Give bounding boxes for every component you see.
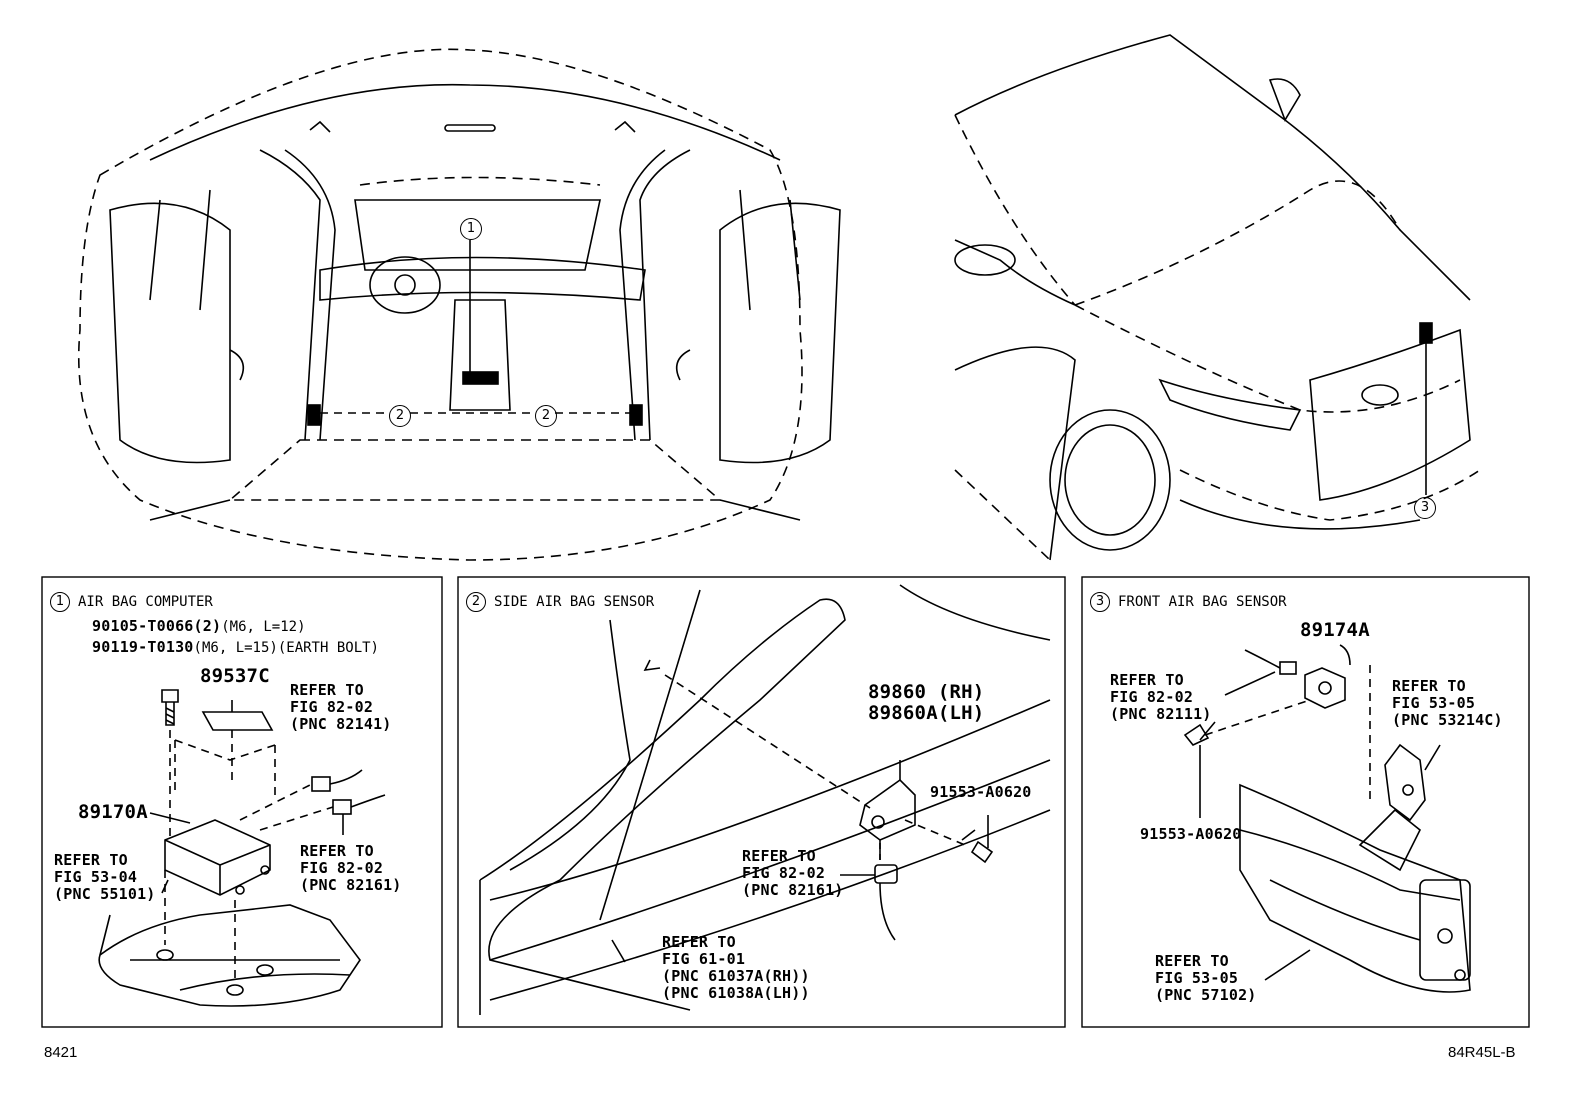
panel-1-refer-c: REFER TO FIG 82-02 (PNC 82161) — [300, 843, 402, 894]
bolt-2-pn: 90119-T0130 — [92, 638, 194, 656]
interior-view — [77, 48, 841, 561]
panel-1-refer-b: REFER TO FIG 53-04 (PNC 55101) — [54, 852, 156, 903]
sensor-lh: 89860A(LH) — [868, 702, 985, 724]
refer-a-line-2: FIG 82-02 — [290, 698, 374, 716]
p2-refer-b-line-2: FIG 61-01 — [662, 950, 746, 968]
sensor-89174a-label: 89174A — [1300, 619, 1370, 641]
panel-3-refer-b: REFER TO FIG 53-05 (PNC 53214C) — [1392, 678, 1503, 729]
bolt-2-label: 90119-T0130(M6, L=15)(EARTH BOLT) — [92, 639, 379, 657]
panel-3-bolt-label: 91553-A0620 — [1140, 825, 1242, 843]
p3-refer-c-line-2: FIG 53-05 — [1155, 969, 1239, 987]
refer-c-line-1: REFER TO — [300, 842, 374, 860]
p2-refer-a-line-1: REFER TO — [742, 847, 816, 865]
front-car-view — [954, 34, 1481, 561]
panel-2-title-text: SIDE AIR BAG SENSOR — [494, 594, 655, 610]
p2-refer-b-line-4: (PNC 61038A(LH)) — [662, 984, 810, 1002]
sensor-89860-label: 89860 (RH) 89860A(LH) — [868, 682, 984, 724]
bolt-1-spec: (M6, L=12) — [221, 619, 306, 635]
panel-3-frame — [1081, 576, 1530, 1028]
p3-refer-b-line-1: REFER TO — [1392, 677, 1466, 695]
panel-2-bolt-label: 91553-A0620 — [930, 783, 1032, 801]
footer-right-code: 84R45L-B — [1448, 1044, 1516, 1061]
panel-1-frame — [41, 576, 443, 1028]
p3-refer-a-line-1: REFER TO — [1110, 671, 1184, 689]
panel-2-title: 2 SIDE AIR BAG SENSOR — [466, 592, 654, 612]
p3-refer-b-line-3: (PNC 53214C) — [1392, 711, 1503, 729]
panel-2-artwork — [479, 584, 1051, 1015]
sensor-rh: 89860 (RH) — [868, 681, 985, 703]
p3-refer-a-line-3: (PNC 82111) — [1110, 705, 1212, 723]
bolt-1-label: 90105-T0066(2)(M6, L=12) — [92, 618, 306, 636]
refer-c-line-2: FIG 82-02 — [300, 859, 384, 877]
refer-b-line-3: (PNC 55101) — [54, 885, 156, 903]
panel-3-number: 3 — [1090, 592, 1110, 612]
p3-refer-c-line-1: REFER TO — [1155, 952, 1229, 970]
bolt-2-spec: (M6, L=15)(EARTH BOLT) — [193, 640, 379, 656]
panel-2-refer-a: REFER TO FIG 82-02 (PNC 82161) — [742, 848, 844, 899]
panel-2-refer-b: REFER TO FIG 61-01 (PNC 61037A(RH)) (PNC… — [662, 934, 810, 1002]
refer-a-line-1: REFER TO — [290, 681, 364, 699]
panel-3-refer-a: REFER TO FIG 82-02 (PNC 82111) — [1110, 672, 1212, 723]
p3-refer-a-line-2: FIG 82-02 — [1110, 688, 1194, 706]
panel-1-number: 1 — [50, 592, 70, 612]
p2-refer-b-line-1: REFER TO — [662, 933, 736, 951]
callout-3: 3 — [1414, 497, 1436, 519]
panel-2-frame — [457, 576, 1066, 1028]
panel-1-artwork — [98, 689, 386, 1007]
computer-89170a-label: 89170A — [78, 801, 148, 823]
refer-b-line-2: FIG 53-04 — [54, 868, 138, 886]
panel-3-title: 3 FRONT AIR BAG SENSOR — [1090, 592, 1287, 612]
p3-refer-b-line-2: FIG 53-05 — [1392, 694, 1476, 712]
footer-left-code: 8421 — [44, 1044, 78, 1061]
panel-3-title-text: FRONT AIR BAG SENSOR — [1118, 594, 1287, 610]
p2-refer-a-line-3: (PNC 82161) — [742, 881, 844, 899]
bolt-1-pn: 90105-T0066(2) — [92, 617, 222, 635]
p3-refer-c-line-3: (PNC 57102) — [1155, 986, 1257, 1004]
panel-1-title: 1 AIR BAG COMPUTER — [50, 592, 213, 612]
panel-1-refer-a: REFER TO FIG 82-02 (PNC 82141) — [290, 682, 392, 733]
refer-b-line-1: REFER TO — [54, 851, 128, 869]
panel-2-number: 2 — [466, 592, 486, 612]
callout-1: 1 — [460, 218, 482, 240]
p2-refer-a-line-2: FIG 82-02 — [742, 864, 826, 882]
panel-1-title-text: AIR BAG COMPUTER — [78, 594, 213, 610]
part-89537c-label: 89537C — [200, 665, 270, 687]
p2-refer-b-line-3: (PNC 61037A(RH)) — [662, 967, 810, 985]
callout-2-left: 2 — [389, 405, 411, 427]
callout-2-right: 2 — [535, 405, 557, 427]
refer-c-line-3: (PNC 82161) — [300, 876, 402, 894]
refer-a-line-3: (PNC 82141) — [290, 715, 392, 733]
panel-3-artwork — [1183, 644, 1471, 993]
panel-3-refer-c: REFER TO FIG 53-05 (PNC 57102) — [1155, 953, 1257, 1004]
